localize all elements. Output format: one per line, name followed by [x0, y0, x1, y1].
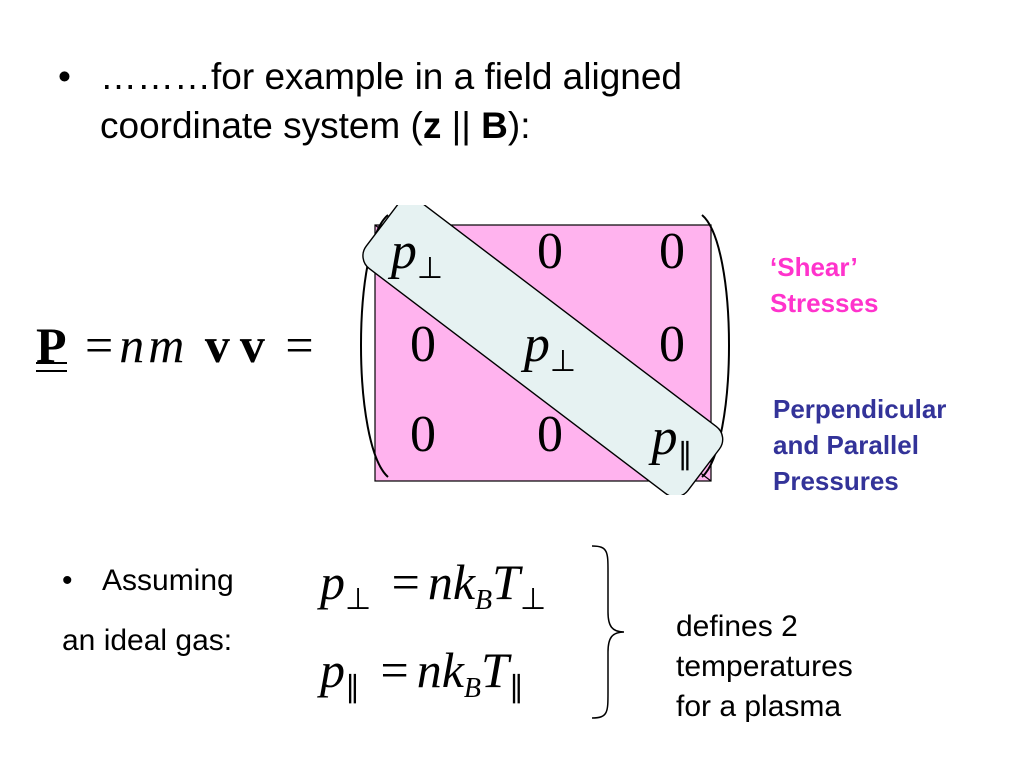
matrix-r1c2: 0	[537, 223, 563, 280]
defines-temperatures-note: defines 2 temperatures for a plasma	[676, 607, 853, 727]
defines-note-line-2: temperatures	[676, 650, 853, 683]
defines-note-line-3: for a plasma	[676, 690, 842, 723]
shear-note-line-2: Stresses	[770, 288, 879, 318]
shear-note-line-1: ‘Shear’	[770, 252, 858, 282]
double-underline	[36, 362, 67, 372]
assuming-text: Assuming	[102, 564, 234, 597]
matrix-r1c3: 0	[659, 223, 685, 280]
matrix-r2c3: 0	[659, 316, 685, 373]
matrix-r3c3: p∥	[651, 409, 693, 471]
matrix-r1c1: p⊥	[390, 223, 444, 285]
pressures-note-line-2: and Parallel	[773, 430, 919, 460]
pressures-note-line-3: Pressures	[773, 466, 899, 496]
ideal-gas-text: an ideal gas:	[62, 624, 233, 657]
intro-text: ………for example in a field aligned coordi…	[100, 52, 682, 150]
perp-temperature-equation: p⊥ =nkBT⊥	[320, 554, 547, 616]
intro-line-1: ………for example in a field aligned	[100, 56, 683, 97]
z-symbol: z	[422, 105, 442, 146]
intro-line-2: coordinate system (z || B):	[100, 105, 531, 146]
bullet-marker-1: •	[58, 56, 71, 97]
parallel-temperature-equation: p∥ =nkBT∥	[320, 642, 524, 704]
pressure-tensor-matrix-graphic	[360, 205, 730, 495]
shear-stresses-note: ‘Shear’ Stresses	[770, 249, 878, 321]
pressures-note-line-1: Perpendicular	[773, 394, 947, 424]
right-curly-brace	[591, 545, 625, 719]
matrix-r2c1: 0	[410, 316, 436, 373]
diagonal-highlight-band	[362, 205, 724, 495]
defines-note-line-1: defines 2	[676, 610, 798, 643]
matrix-r3c2: 0	[537, 406, 563, 463]
bullet-marker-2: •	[62, 564, 73, 597]
b-symbol: B	[481, 105, 508, 146]
matrix-r3c1: 0	[410, 406, 436, 463]
pressures-note: Perpendicular and Parallel Pressures	[773, 391, 946, 499]
matrix-r2c2: p⊥	[523, 316, 577, 378]
pressure-tensor-symbol: P	[36, 317, 67, 373]
